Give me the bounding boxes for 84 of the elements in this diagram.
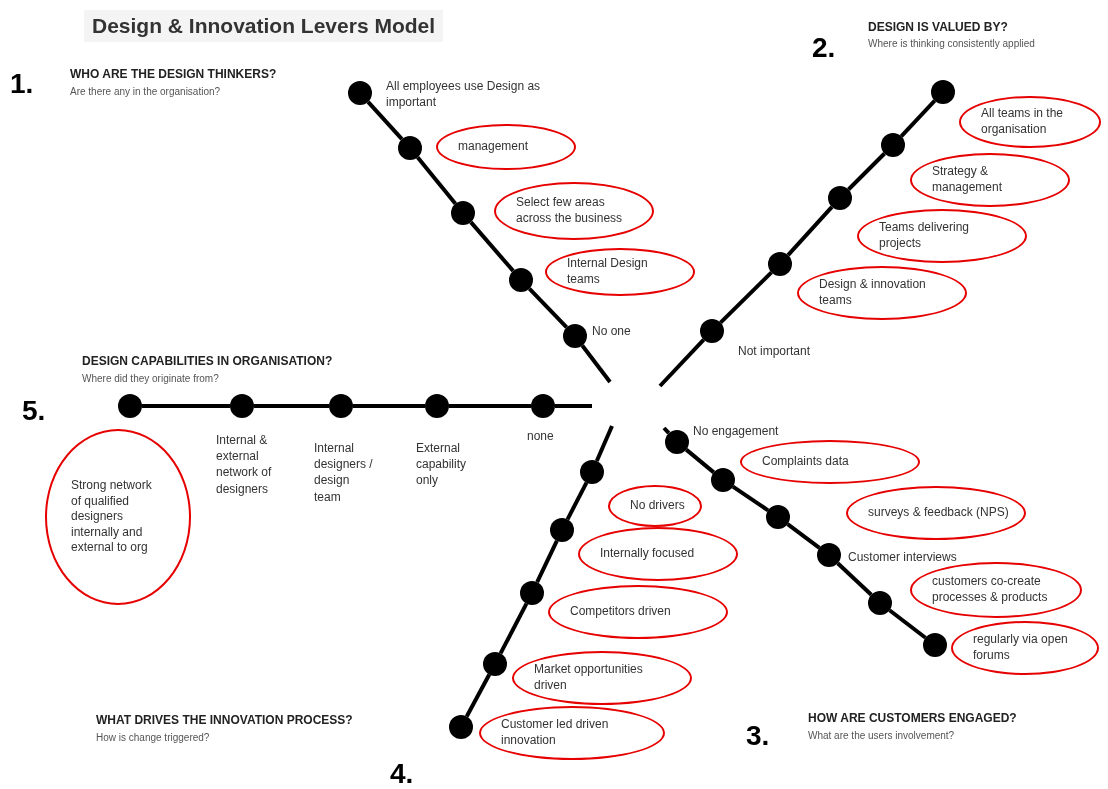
section-number: 4.: [390, 760, 414, 788]
option-label: none: [527, 428, 555, 445]
diagram-title: Design & Innovation Levers Model: [84, 10, 444, 42]
option-label: Internal Design teams: [567, 256, 649, 288]
section-subtitle: What are the users involvement?: [808, 729, 955, 743]
option-label: All employees use Design as important: [386, 78, 542, 111]
option-label: No one: [592, 323, 632, 340]
axis-line: [658, 338, 706, 388]
highlight-ellipse: [797, 266, 967, 320]
option-label: Competitors driven: [570, 604, 671, 620]
highlight-ellipse: [512, 651, 692, 705]
section-number: 1.: [10, 70, 34, 98]
axis-line: [498, 602, 529, 655]
option-label: Design & innovation teams: [819, 277, 927, 309]
axis-line: [684, 448, 716, 474]
section-subtitle: How is change triggered?: [96, 731, 210, 745]
highlight-ellipse: [545, 248, 695, 296]
option-label: Not important: [738, 343, 812, 360]
axis-line: [847, 152, 886, 191]
section-question: DESIGN IS VALUED BY?: [868, 19, 1008, 36]
option-label: Internal & external network of designers: [216, 432, 273, 497]
option-label: Customer led driven innovation: [501, 717, 610, 749]
section-question: DESIGN CAPABILITIES IN ORGANISATION?: [82, 353, 333, 370]
option-label: Market opportunities driven: [534, 662, 644, 694]
option-label: Internal designers / design team: [314, 440, 374, 505]
highlight-ellipse: [436, 124, 576, 170]
highlight-ellipse: [910, 153, 1070, 207]
axis-line: [142, 404, 230, 408]
option-label: Complaints data: [762, 454, 849, 470]
axis-line: [580, 344, 612, 384]
section-number: 3.: [746, 722, 770, 750]
highlight-ellipse: [846, 486, 1026, 540]
section-number: 5.: [22, 397, 46, 425]
option-label: External capability only: [416, 440, 468, 489]
section-question: WHO ARE THE DESIGN THINKERS?: [70, 66, 277, 83]
axis-line: [786, 522, 821, 550]
section-question: HOW ARE CUSTOMERS ENGAGED?: [808, 710, 1017, 727]
option-label: No engagement: [693, 423, 780, 440]
axis-line: [464, 673, 492, 718]
option-label: Select few areas across the business: [516, 195, 624, 227]
option-label: Strong network of qualified designers internally and external to org: [71, 478, 153, 556]
axis-line: [731, 485, 770, 512]
highlight-ellipse: [959, 96, 1101, 148]
highlight-ellipse: [740, 440, 920, 484]
axis-line: [416, 156, 457, 205]
axis-line: [366, 100, 404, 141]
section-subtitle: Where did they originate from?: [82, 372, 219, 386]
section-subtitle: Where is thinking consistently applied: [868, 37, 1035, 51]
axis-line: [888, 608, 927, 640]
option-label: Internally focused: [600, 546, 695, 562]
axis-line: [719, 271, 773, 324]
option-label: management: [458, 139, 529, 155]
option-label: All teams in the organisation: [981, 106, 1065, 138]
axis-line: [555, 404, 592, 408]
axis-line: [786, 205, 834, 257]
highlight-ellipse: [479, 706, 665, 760]
axis-line: [449, 404, 531, 408]
highlight-ellipse: [608, 485, 702, 527]
axis-line: [594, 425, 614, 462]
highlight-ellipse: [548, 585, 728, 639]
axis-line: [535, 539, 559, 584]
option-label: customers co-create processes & products: [932, 574, 1049, 606]
highlight-ellipse: [951, 621, 1099, 675]
highlight-ellipse: [45, 429, 191, 605]
option-label: Customer interviews: [848, 549, 958, 566]
axis-line: [353, 404, 425, 408]
highlight-ellipse: [857, 209, 1027, 263]
highlight-ellipse: [578, 527, 738, 581]
option-label: Teams delivering projects: [879, 220, 971, 252]
section-subtitle: Are there any in the organisation?: [70, 85, 221, 99]
section-number: 2.: [812, 34, 836, 62]
highlight-ellipse: [910, 562, 1082, 618]
option-label: surveys & feedback (NPS): [868, 505, 1009, 521]
highlight-ellipse: [494, 182, 654, 240]
axis-line: [469, 220, 515, 273]
axis-line: [527, 287, 569, 329]
option-label: Strategy & management: [932, 164, 1004, 196]
option-label: regularly via open forums: [973, 632, 1069, 664]
axis-line: [254, 404, 329, 408]
option-label: No drivers: [630, 498, 685, 514]
axis-line: [899, 99, 937, 138]
axis-line: [836, 561, 873, 597]
section-question: WHAT DRIVES THE INNOVATION PROCESS?: [96, 712, 353, 729]
axis-line: [565, 481, 589, 521]
